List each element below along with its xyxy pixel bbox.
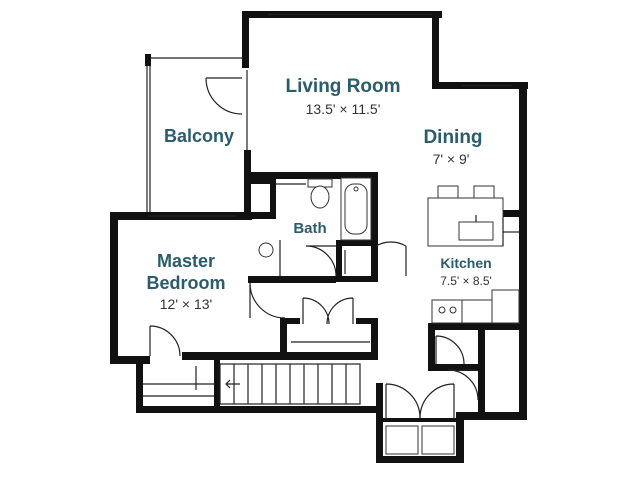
wall-entry-bottom bbox=[376, 456, 464, 463]
wall-entry-top bbox=[376, 418, 464, 422]
wall-linen-right bbox=[371, 240, 378, 282]
counter bbox=[461, 299, 493, 324]
wall-bottom-right bbox=[456, 412, 527, 420]
stair-arrow-icon bbox=[225, 379, 240, 389]
dining-name: Dining bbox=[423, 127, 482, 148]
room-labels: Living Room 13.5' × 11.5' Balcony Dining… bbox=[146, 76, 491, 312]
wall-linen-bottom bbox=[342, 276, 378, 282]
wall-closet-top-r bbox=[356, 318, 378, 324]
wall-pantry-left bbox=[428, 323, 435, 370]
wall-bath-right bbox=[371, 172, 378, 242]
range bbox=[431, 299, 463, 324]
wall-dining-right bbox=[519, 82, 527, 214]
door-balcony bbox=[205, 77, 243, 115]
door-closet-right bbox=[326, 297, 354, 325]
kitchen-dims: 7.5' × 8.5' bbox=[440, 274, 492, 288]
wall-closet-left bbox=[280, 318, 287, 360]
wall-pantry-top bbox=[428, 323, 527, 330]
wall-pantry-v bbox=[478, 330, 485, 420]
wall-kitchen-right bbox=[519, 210, 527, 420]
bathtub-basin bbox=[344, 183, 368, 235]
door-entry-right bbox=[419, 383, 455, 419]
wall-bath-bottom bbox=[248, 276, 336, 283]
door-closet-left bbox=[302, 297, 330, 325]
washer bbox=[385, 425, 419, 455]
wall-living-right bbox=[432, 11, 439, 89]
kitchen-name: Kitchen bbox=[440, 255, 491, 271]
bath-name: Bath bbox=[293, 220, 326, 237]
kitchen-sink bbox=[458, 221, 494, 241]
wall-entry-left bbox=[376, 383, 383, 463]
dryer bbox=[421, 425, 455, 455]
living-room-dims: 13.5' × 11.5' bbox=[306, 101, 381, 117]
toilet-bowl bbox=[310, 185, 330, 209]
wall-bath-top bbox=[244, 172, 378, 179]
wall-balcony-top bbox=[145, 54, 151, 66]
master-bedroom-name-line2: Bedroom bbox=[146, 273, 225, 293]
refrigerator bbox=[491, 289, 520, 324]
wall-bed-bottom-left bbox=[118, 356, 150, 364]
wall-bath-mid bbox=[244, 212, 276, 219]
tub-drain bbox=[353, 186, 359, 192]
master-bedroom-dims: 12' × 13' bbox=[160, 296, 212, 312]
wall-pantry-mid bbox=[428, 364, 484, 371]
wall-linen bbox=[342, 240, 378, 246]
door-bedroom bbox=[249, 282, 286, 319]
doors bbox=[149, 77, 479, 419]
dining-dims: 7' × 9' bbox=[433, 151, 470, 167]
master-bedroom-name-line1: Master bbox=[157, 251, 215, 271]
door-bed-closet bbox=[149, 325, 181, 357]
door-pantry bbox=[447, 369, 479, 401]
living-room-name: Living Room bbox=[285, 76, 400, 97]
wall-closet-right bbox=[371, 318, 378, 360]
fixtures bbox=[258, 177, 520, 455]
balcony-name: Balcony bbox=[164, 126, 234, 146]
wall-bed-left bbox=[110, 212, 118, 364]
wall-stair-left bbox=[214, 360, 220, 408]
wall-closet-top bbox=[280, 318, 300, 324]
door-linen bbox=[375, 241, 407, 276]
walls bbox=[110, 11, 528, 463]
wall-bath-closet bbox=[336, 240, 342, 282]
bath-sink bbox=[258, 242, 274, 258]
wall-entry-right bbox=[456, 418, 464, 463]
wall-lower-bottom bbox=[136, 406, 380, 413]
wall-bath-inner-v bbox=[270, 178, 276, 216]
wall-kitchen-step bbox=[503, 210, 527, 217]
door-entry-left bbox=[385, 383, 421, 419]
bar-stool bbox=[437, 185, 459, 199]
stairs bbox=[143, 363, 361, 405]
wall-lower-left bbox=[136, 356, 143, 412]
wall-bed-bottom-right bbox=[182, 352, 285, 360]
door-lower bbox=[435, 335, 465, 365]
bar-stool bbox=[473, 185, 495, 199]
wall-closet-bottom bbox=[280, 352, 378, 360]
door-bath bbox=[305, 245, 337, 277]
burner bbox=[438, 306, 446, 314]
burner bbox=[449, 306, 457, 314]
wall-bath-inner bbox=[244, 178, 274, 184]
wall-living-left bbox=[242, 11, 249, 68]
